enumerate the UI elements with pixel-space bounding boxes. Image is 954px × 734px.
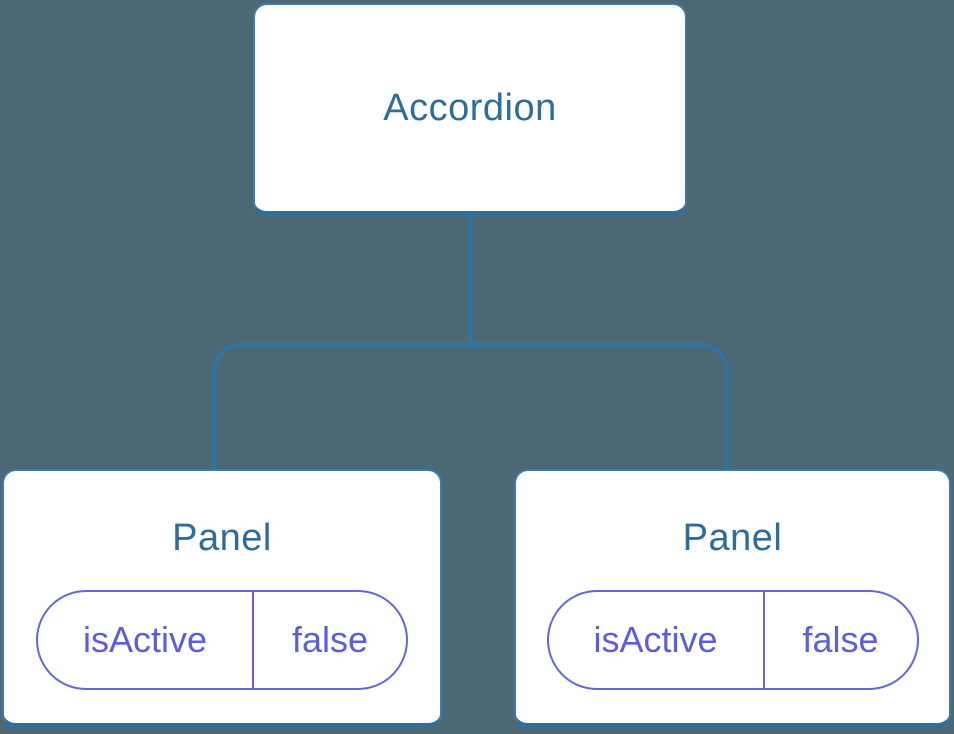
node-panel-1-label: Panel: [172, 517, 272, 559]
prop-pill: isActive false: [36, 590, 408, 690]
prop-name: isActive: [549, 592, 765, 688]
node-accordion: Accordion: [253, 3, 687, 216]
prop-value: false: [802, 619, 879, 660]
prop-name: isActive: [38, 592, 255, 688]
node-accordion-label: Accordion: [383, 86, 557, 129]
node-panel-2: Panel isActive false: [514, 469, 951, 728]
prop-pill: isActive false: [546, 590, 919, 690]
prop-value: false: [292, 619, 369, 660]
connector-branch: [212, 343, 729, 470]
node-panel-1: Panel isActive false: [2, 469, 442, 728]
node-panel-2-label: Panel: [682, 517, 783, 559]
